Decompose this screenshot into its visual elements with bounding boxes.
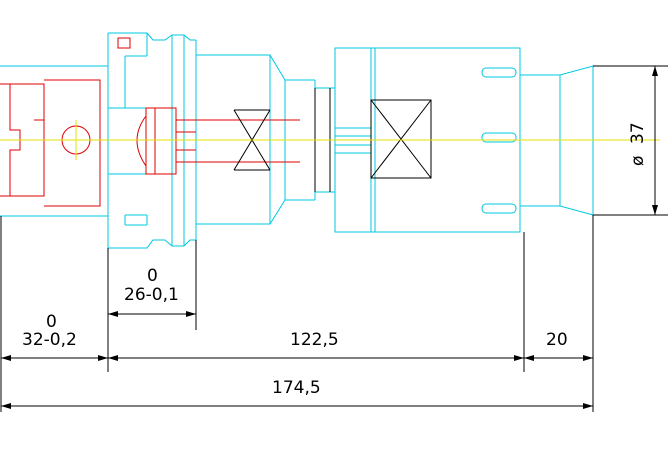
dim-26-lower: 26-0,1 [124, 285, 179, 305]
dim-122-label: 122,5 [290, 330, 339, 350]
dimension-lines [0, 65, 668, 412]
dim-32-upper: 0 [46, 312, 57, 332]
dim-174-label: 174,5 [272, 378, 321, 398]
dim-32-lower: 32-0,2 [22, 330, 77, 350]
inner-section-red [0, 37, 300, 207]
dim-26-upper: 0 [147, 266, 158, 286]
dim-diameter-value: 37 [628, 122, 648, 144]
dim-diameter-symbol: ø [628, 156, 648, 166]
dim-20-label: 20 [546, 330, 568, 350]
center-line [0, 120, 660, 160]
dimension-labels: 0 26-0,1 0 32-0,2 122,5 20 174,5 ø 37 [22, 122, 648, 398]
